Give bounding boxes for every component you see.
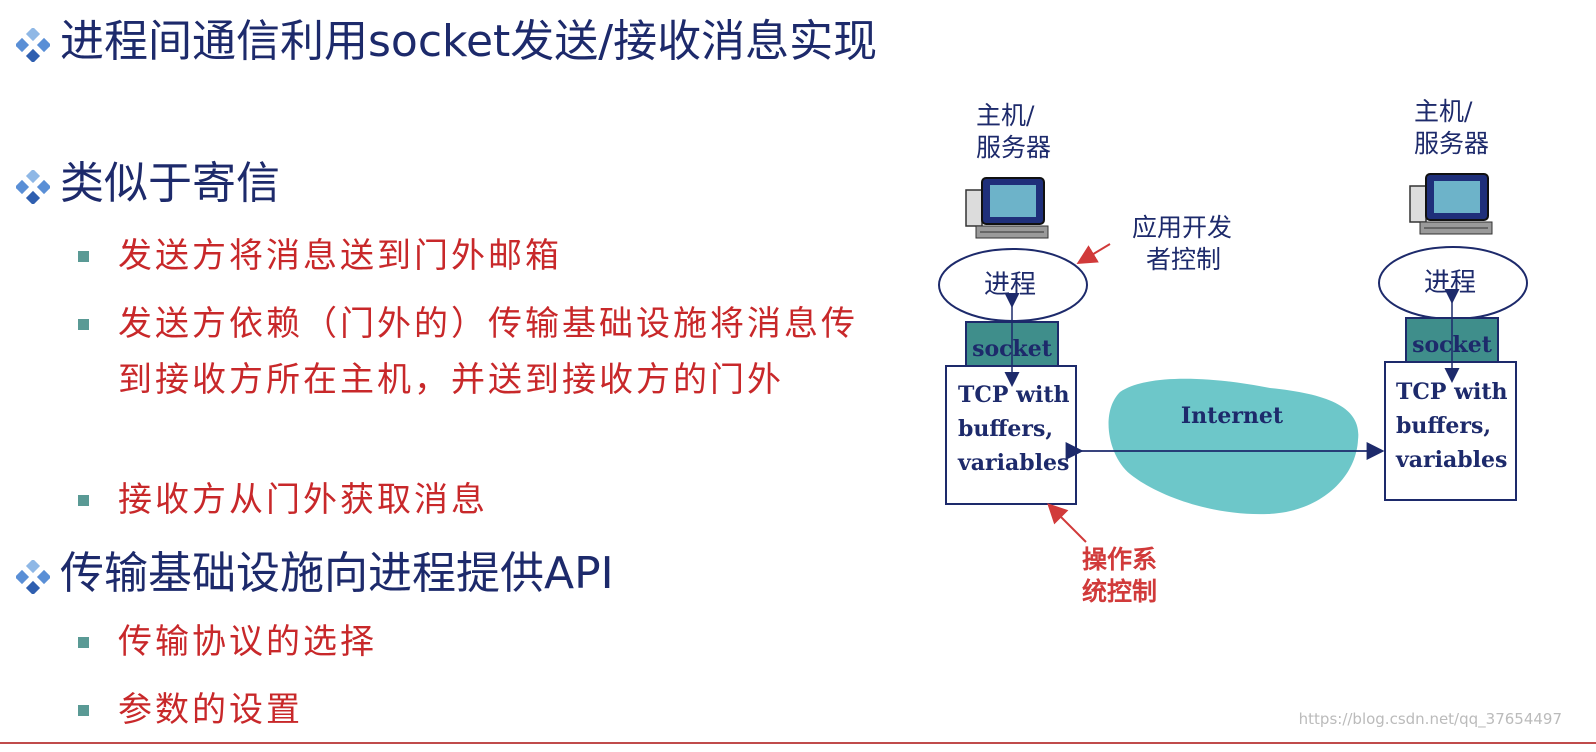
bullet-2-text: 类似于寄信 (60, 158, 280, 209)
sub-bullet-text: 传输协议的选择 (118, 622, 377, 662)
computer-icon (1409, 173, 1493, 235)
diamond-bullet-icon (16, 560, 50, 594)
host-left-label-line2: 服务器 (976, 133, 1051, 162)
watermark: https://blog.csdn.net/qq_37654497 (1298, 710, 1562, 728)
host-left-label-line1: 主机/ (976, 101, 1035, 130)
app-control-arrow (1076, 243, 1111, 265)
os-control-arrow (1047, 503, 1087, 543)
tcp-right-line3: variables (1395, 447, 1507, 473)
host-right-label-line2: 服务器 (1414, 129, 1489, 158)
process-left-label: 进程 (984, 270, 1036, 300)
square-bullet-icon (78, 495, 89, 506)
app-control-label-line2: 者控制 (1146, 245, 1221, 274)
tcp-right-line1: TCP with (1396, 379, 1508, 405)
socket-diagram: 主机/ 服务器 主机/ 服务器 应用开发 者控制 进程 进程 (938, 97, 1528, 606)
bullet-1-text: 进程间通信利用socket发送/接收消息实现 (60, 16, 878, 67)
tcp-left-line1: TCP with (958, 382, 1070, 408)
bottom-rule (0, 742, 1596, 744)
bullet-3: 传输基础设施向进程提供API (14, 542, 874, 606)
tcp-left-line2: buffers, (958, 416, 1053, 442)
diamond-bullet-icon (16, 28, 50, 62)
process-right-label: 进程 (1424, 268, 1476, 298)
square-bullet-icon (78, 251, 89, 262)
internet-cloud (1108, 378, 1359, 515)
host-right-label-line1: 主机/ (1414, 97, 1473, 126)
diamond-bullet-icon (16, 170, 50, 204)
bullet-3-text: 传输基础设施向进程提供API (60, 548, 614, 599)
bullet-2: 类似于寄信 (14, 152, 874, 216)
app-control-label-line1: 应用开发 (1132, 213, 1232, 242)
tcp-box-right (1384, 361, 1517, 501)
square-bullet-icon (78, 637, 89, 648)
square-bullet-icon (78, 319, 89, 330)
os-control-label-line1: 操作系 (1082, 545, 1157, 574)
computer-icon (965, 177, 1049, 239)
internet-label: Internet (1181, 403, 1284, 429)
tcp-box-left (945, 365, 1077, 505)
sub-bullet-text: 发送方将消息送到门外邮箱 (118, 236, 562, 276)
tcp-left-line3: variables (957, 450, 1069, 476)
tcp-right-line2: buffers, (1396, 413, 1491, 439)
bullet-1: 进程间通信利用socket发送/接收消息实现 (14, 10, 877, 140)
sub-bullet-text: 参数的设置 (118, 690, 303, 730)
sub-bullet-text: 发送方依赖（门外的）传输基础设施将消息传到接收方所在主机，并送到接收方的门外 (118, 304, 858, 400)
os-control-label-line2: 统控制 (1082, 577, 1157, 606)
square-bullet-icon (78, 705, 89, 716)
sub-bullet-text: 接收方从门外获取消息 (118, 480, 488, 520)
